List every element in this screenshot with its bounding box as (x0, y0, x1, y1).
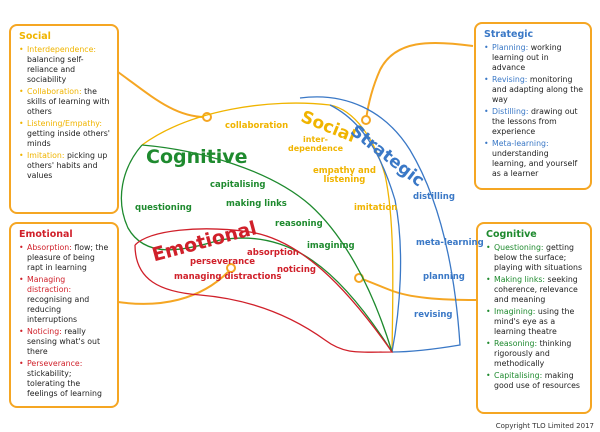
list-item: Perseverance: stickability; tolerating t… (19, 359, 111, 399)
connector-dot-strategic (361, 115, 371, 125)
list-item: Reasoning: thinking rigorously and metho… (486, 339, 584, 369)
list-item: Interdependence: balancing self-reliance… (19, 45, 111, 85)
imagining-label: imagining (307, 241, 355, 251)
list-item: Questioning: getting below the surface; … (486, 243, 584, 273)
connector-emotional (117, 271, 229, 305)
cognitive-top-line (141, 144, 393, 353)
list-item: Imagining: using the mind's eye as a lea… (486, 307, 584, 337)
list-item: Imitation: picking up others' habits and… (19, 151, 111, 181)
cognitive-info-box: Cognitive Questioning: getting below the… (476, 222, 592, 414)
emotional-region-outline (134, 228, 394, 353)
strategic-inner-line (329, 104, 402, 353)
cognitive-region-outline (120, 144, 393, 353)
copyright-notice: Copyright TLO Limited 2017 (495, 422, 594, 430)
cognitive-items-list: Questioning: getting below the surface; … (486, 243, 584, 391)
strategic-items-list: Planning: working learning out in advanc… (484, 43, 584, 179)
cognitive-box-title: Cognitive (486, 229, 537, 240)
imitation-label: imitation (354, 203, 398, 213)
list-item: Revising: monitoring and adapting along … (484, 75, 584, 105)
list-item: Noticing: really sensing what's out ther… (19, 327, 111, 357)
empathy-label: empathy and listening (313, 166, 376, 186)
absorption-label: absorption (247, 248, 299, 258)
strategic-info-box: Strategic Planning: working learning out… (474, 22, 592, 190)
list-item: Distilling: drawing out the lessons from… (484, 107, 584, 137)
list-item: Capitalising: making good use of resourc… (486, 371, 584, 391)
list-item: Managing distraction: recognising and re… (19, 275, 111, 325)
managing-distractions-label: managing distractions (174, 272, 282, 282)
emotional-items-list: Absorption: flow; the pleasure of being … (19, 243, 111, 399)
interdependence-label: inter- dependence (288, 135, 344, 153)
reasoning-label: reasoning (275, 219, 323, 229)
perseverance-label: perseverance (190, 257, 255, 267)
social-items-list: Interdependence: balancing self-reliance… (19, 45, 111, 181)
emotional-box-title: Emotional (19, 229, 73, 240)
distilling-label: distilling (413, 192, 455, 202)
connector-social (117, 71, 208, 119)
strategic-region-outline (299, 96, 461, 353)
questioning-label: questioning (135, 203, 192, 213)
connector-cognitive (359, 277, 477, 301)
cognitive-heading: Cognitive (146, 146, 248, 168)
collaboration-label: collaboration (225, 121, 289, 131)
social-info-box: Social Interdependence: balancing self-r… (9, 24, 119, 214)
emotional-info-box: Emotional Absorption: flow; the pleasure… (9, 222, 119, 408)
strategic-box-title: Strategic (484, 29, 534, 40)
social-region-outline (141, 102, 394, 353)
making-links-label: making links (226, 199, 287, 209)
connector-dot-emotional (226, 263, 236, 273)
planning-label: planning (423, 272, 465, 282)
list-item: Making links: seeking coherence, relevan… (486, 275, 584, 305)
meta-learning-label: meta-learning (416, 238, 484, 248)
noticing-label: noticing (277, 265, 316, 275)
list-item: Listening/Empathy: getting inside others… (19, 119, 111, 149)
capitalising-label: capitalising (210, 180, 266, 190)
social-box-title: Social (19, 31, 51, 42)
list-item: Planning: working learning out in advanc… (484, 43, 584, 73)
list-item: Collaboration: the skills of learning wi… (19, 87, 111, 117)
list-item: Absorption: flow; the pleasure of being … (19, 243, 111, 273)
list-item: Meta-learning: understanding learning, a… (484, 139, 584, 179)
revising-label: revising (414, 310, 453, 320)
connector-strategic (365, 41, 474, 121)
